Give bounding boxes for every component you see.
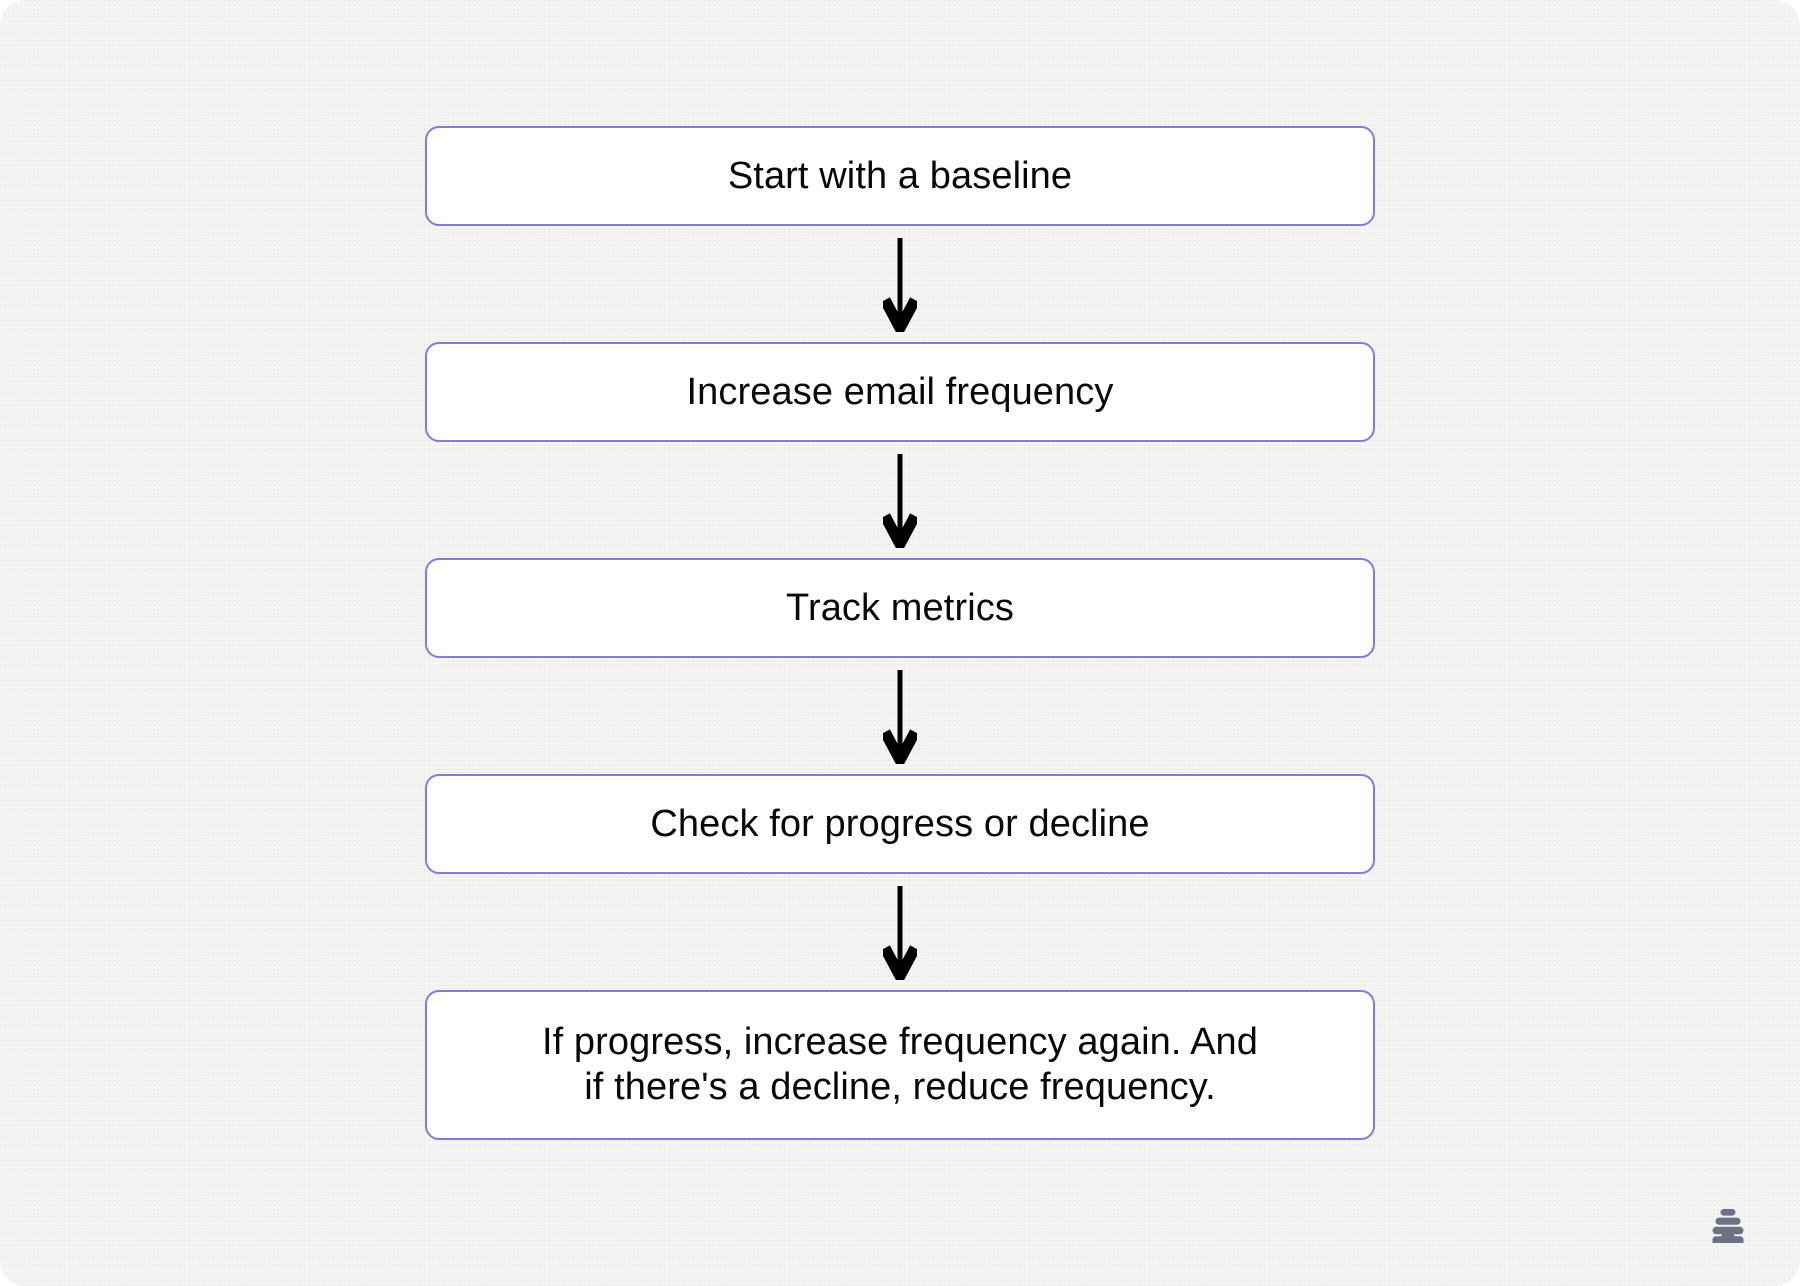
arrow-down-icon	[883, 884, 917, 980]
arrow-down-icon	[883, 452, 917, 548]
flow-node-increase-frequency[interactable]: Increase email frequency	[425, 342, 1375, 442]
flow-node-label-line-2: if there's a decline, reduce frequency.	[584, 1066, 1216, 1108]
flow-node-label: Increase email frequency	[686, 370, 1114, 413]
flow-connector-4	[425, 874, 1375, 990]
flow-node-label: Track metrics	[786, 586, 1014, 629]
flow-node-adjust-frequency[interactable]: If progress, increase frequency again. A…	[425, 990, 1375, 1140]
flow-connector-1	[425, 226, 1375, 342]
flow-node-label-group: If progress, increase frequency again. A…	[542, 1020, 1258, 1110]
flow-node-label-line-1: If progress, increase frequency again. A…	[541, 1021, 1259, 1064]
beehive-logo-icon	[1704, 1202, 1752, 1250]
flow-node-track-metrics[interactable]: Track metrics	[425, 558, 1375, 658]
flow-node-label: Check for progress or decline	[650, 802, 1150, 845]
flowchart: Start with a baseline Increase email fre…	[425, 126, 1375, 1140]
flow-connector-3	[425, 658, 1375, 774]
flow-node-check-progress[interactable]: Check for progress or decline	[425, 774, 1375, 874]
flow-node-label: Start with a baseline	[727, 154, 1073, 197]
arrow-down-icon	[883, 668, 917, 764]
arrow-down-icon	[883, 236, 917, 332]
flow-connector-2	[425, 442, 1375, 558]
flow-node-baseline[interactable]: Start with a baseline	[425, 126, 1375, 226]
